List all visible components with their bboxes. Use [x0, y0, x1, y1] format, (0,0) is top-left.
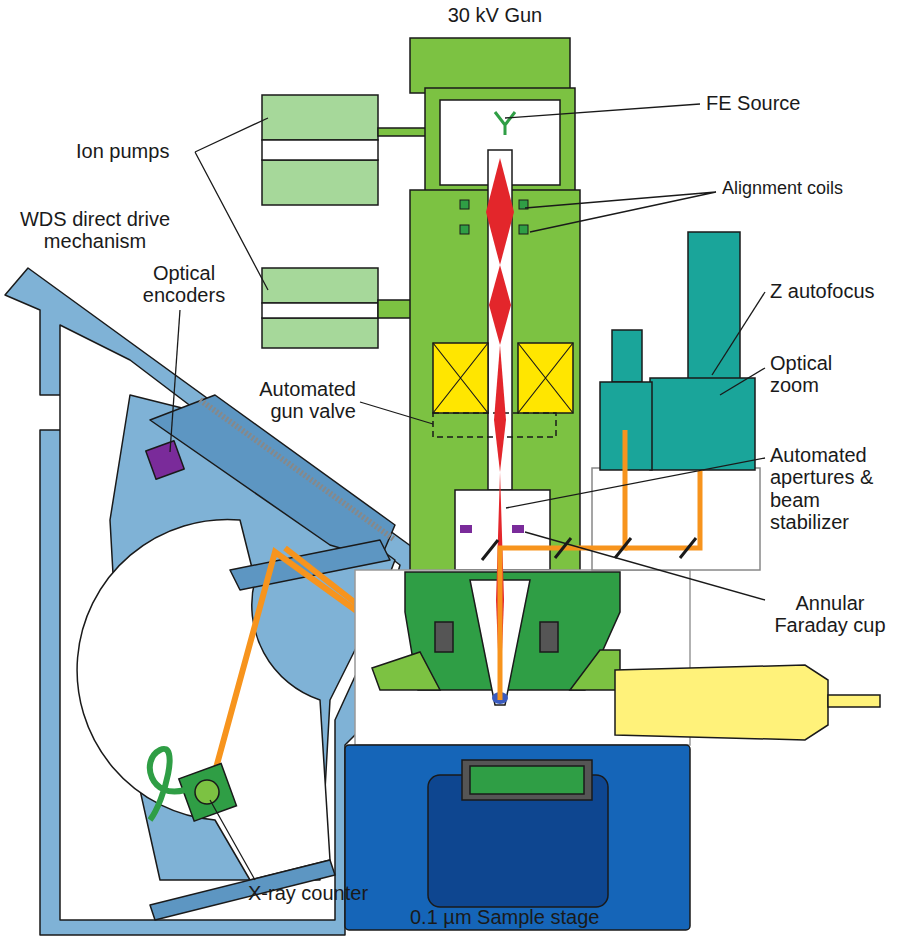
part-label: FE Source	[706, 92, 856, 114]
part-label: Automated apertures & beam stabilizer	[770, 444, 896, 534]
part-label: Annular Faraday cup	[770, 592, 890, 637]
part-label: 0.1 µm Sample stage	[410, 906, 650, 928]
part-label: Alignment coils	[722, 178, 898, 198]
part-label: Optical zoom	[770, 352, 880, 397]
part-label: Automated gun valve	[232, 378, 356, 423]
part-label: X-ray counter	[248, 882, 398, 904]
part-label: Z autofocus	[770, 280, 896, 302]
part-label: Ion pumps	[76, 140, 194, 162]
part-label: Optical encoders	[128, 262, 240, 307]
part-label: WDS direct drive mechanism	[2, 208, 188, 253]
part-label: 30 kV Gun	[410, 4, 580, 26]
